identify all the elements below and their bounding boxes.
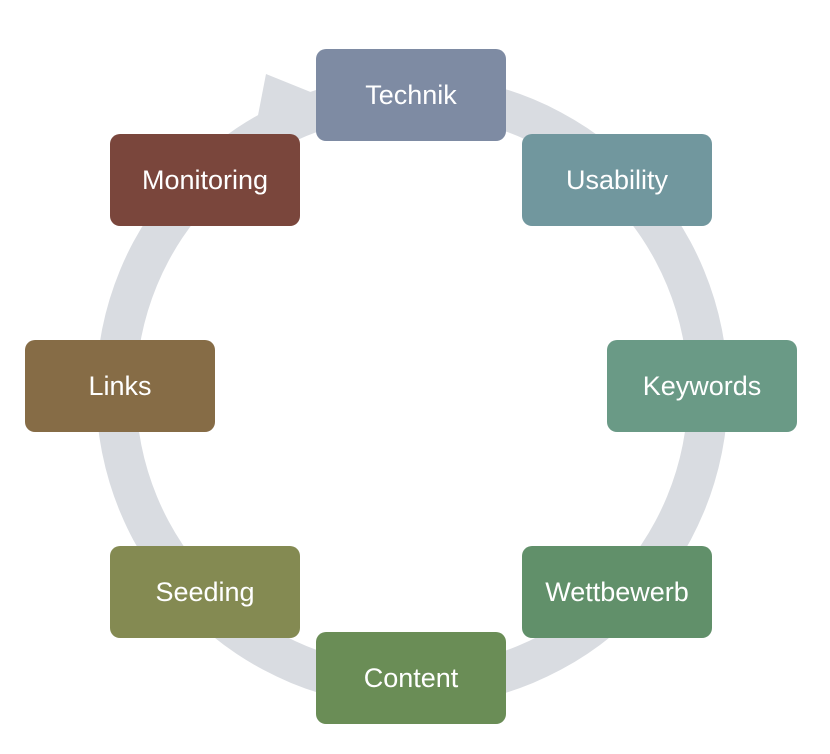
node-monitoring: Monitoring bbox=[110, 134, 300, 226]
node-wettbewerb: Wettbewerb bbox=[522, 546, 712, 638]
node-technik: Technik bbox=[316, 49, 506, 141]
node-technik-label: Technik bbox=[365, 80, 457, 110]
node-content-label: Content bbox=[364, 663, 459, 693]
node-links-label: Links bbox=[88, 371, 151, 401]
node-technik-box bbox=[316, 49, 506, 141]
node-content: Content bbox=[316, 632, 506, 724]
node-keywords: Keywords bbox=[607, 340, 797, 432]
node-seeding-label: Seeding bbox=[155, 577, 254, 607]
node-usability: Usability bbox=[522, 134, 712, 226]
cycle-arrowhead bbox=[254, 74, 318, 136]
node-monitoring-box bbox=[110, 134, 300, 226]
node-seeding: Seeding bbox=[110, 546, 300, 638]
node-keywords-label: Keywords bbox=[643, 371, 762, 401]
node-monitoring-label: Monitoring bbox=[142, 165, 268, 195]
node-usability-box bbox=[522, 134, 712, 226]
node-wettbewerb-box bbox=[522, 546, 712, 638]
node-wettbewerb-label: Wettbewerb bbox=[545, 577, 689, 607]
node-usability-label: Usability bbox=[566, 165, 669, 195]
node-content-box bbox=[316, 632, 506, 724]
node-links: Links bbox=[25, 340, 215, 432]
node-links-box bbox=[25, 340, 215, 432]
node-keywords-box bbox=[607, 340, 797, 432]
node-seeding-box bbox=[110, 546, 300, 638]
nodes-layer: Technik Usability Keywords Wettbewerb Co… bbox=[25, 49, 797, 724]
